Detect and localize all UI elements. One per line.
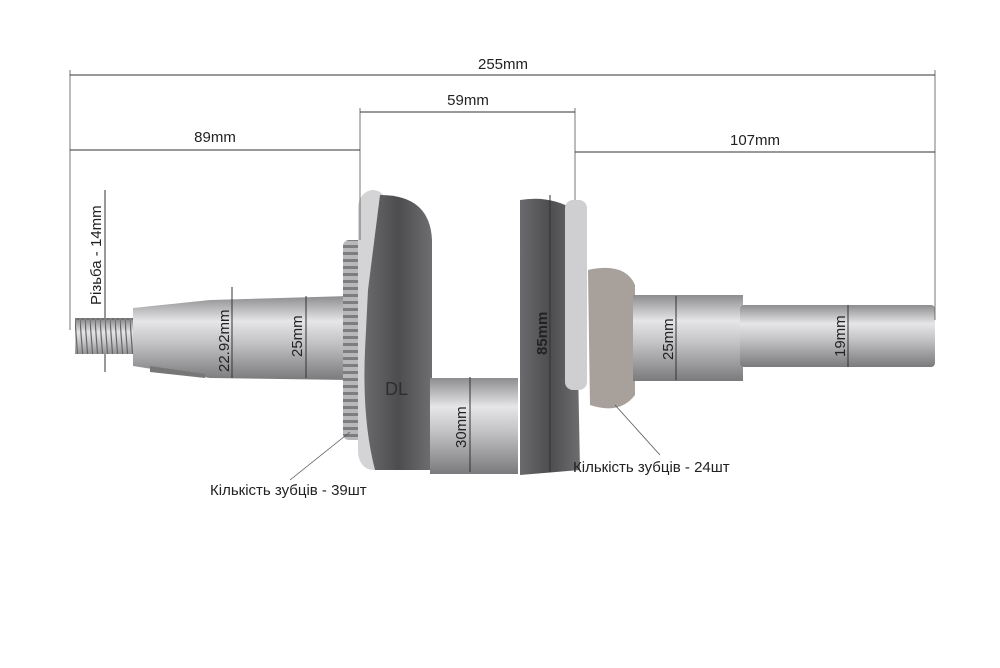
web-height-label: 85mm xyxy=(534,312,551,355)
output-shaft-label: 19mm xyxy=(832,315,849,357)
thread-label: Різьба - 14mm xyxy=(88,205,105,305)
right-journal-label: 25mm xyxy=(660,318,677,360)
crankpin xyxy=(430,378,518,474)
output-shaft xyxy=(740,305,935,367)
thread-end xyxy=(75,318,133,354)
dim-255-label: 255mm xyxy=(478,56,528,73)
left-journal-label: 25mm xyxy=(289,315,306,357)
right-web-face xyxy=(565,200,587,390)
right-journal xyxy=(633,295,743,381)
casting-mark: DL xyxy=(385,379,408,399)
right-gear xyxy=(588,267,635,409)
crankpin-label: 30mm xyxy=(453,406,470,448)
dim-89-label: 89mm xyxy=(194,129,236,146)
left-gear-callout: Кількість зубців - 39шт xyxy=(210,482,367,499)
dim-59-label: 59mm xyxy=(447,92,489,109)
left-web xyxy=(364,195,432,470)
tapered-shaft xyxy=(133,296,350,380)
taper-label: 22.92mm xyxy=(216,309,233,372)
keyway xyxy=(150,366,205,378)
right-gear-callout: Кількість зубців - 24шт xyxy=(573,459,730,476)
dim-107-label: 107mm xyxy=(730,132,780,149)
